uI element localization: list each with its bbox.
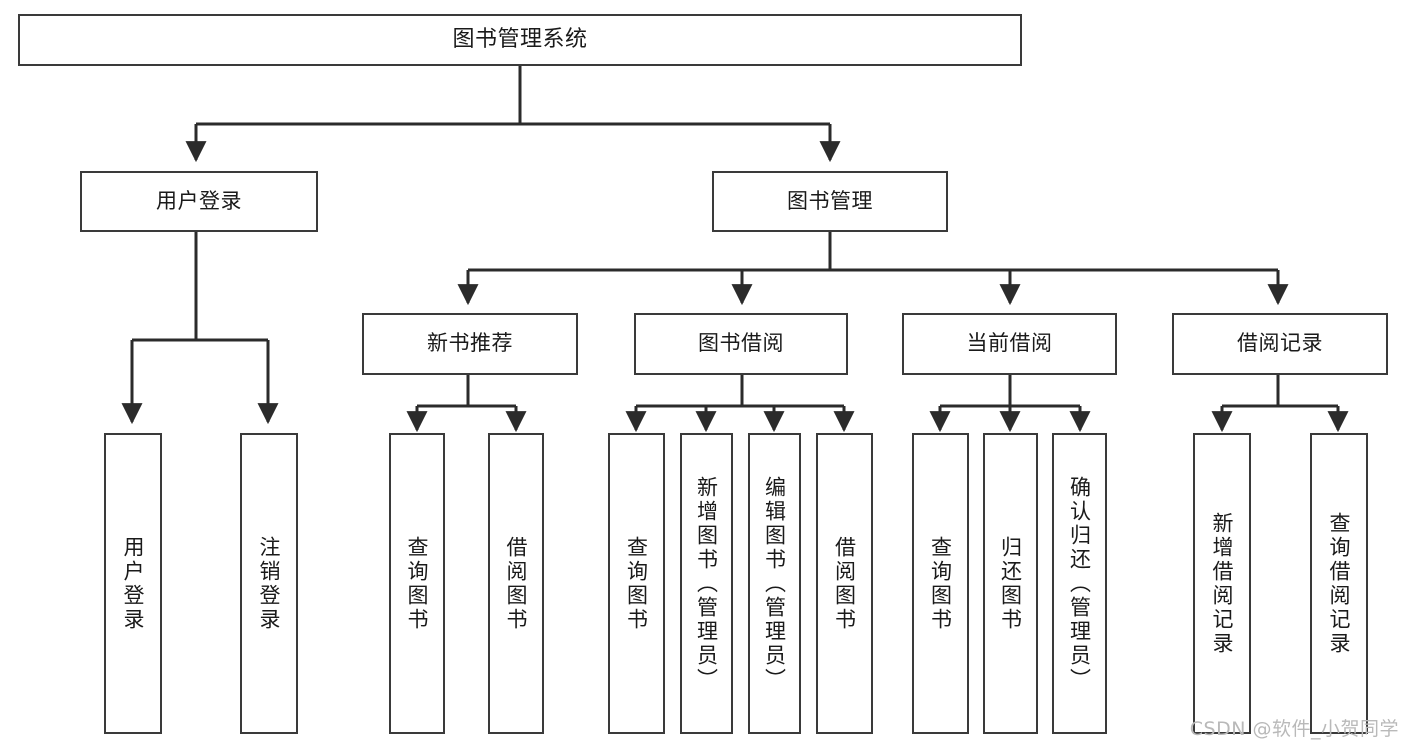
node-borrow-record[interactable]: 借阅记录 xyxy=(1172,313,1388,375)
node-label: 当前借阅 xyxy=(966,331,1053,356)
node-label: 确认归还（管理员） xyxy=(1067,475,1092,692)
node-label: 编辑图书（管理员） xyxy=(762,475,787,692)
node-label: 归还图书 xyxy=(998,535,1023,632)
node-label: 用户登录 xyxy=(156,188,242,213)
node-label: 借阅图书 xyxy=(504,535,529,632)
node-label: 查询图书 xyxy=(405,535,430,632)
node-current-borrow[interactable]: 当前借阅 xyxy=(902,313,1117,375)
node-book-management[interactable]: 图书管理 xyxy=(712,171,948,232)
leaf-new-book-query[interactable]: 查询图书 xyxy=(389,433,445,734)
leaf-current-borrow-query[interactable]: 查询图书 xyxy=(912,433,969,734)
node-label: 借阅图书 xyxy=(832,535,857,632)
node-label: 查询借阅记录 xyxy=(1327,511,1352,656)
leaf-borrow-record-add[interactable]: 新增借阅记录 xyxy=(1193,433,1251,734)
node-label: 用户登录 xyxy=(121,535,146,632)
node-label: 新增借阅记录 xyxy=(1210,511,1235,656)
node-label: 图书管理系统 xyxy=(452,26,588,52)
node-label: 新增图书（管理员） xyxy=(694,475,719,692)
leaf-book-borrow-edit[interactable]: 编辑图书（管理员） xyxy=(748,433,801,734)
leaf-book-borrow-query[interactable]: 查询图书 xyxy=(608,433,665,734)
node-user-login[interactable]: 用户登录 xyxy=(80,171,318,232)
node-book-borrow[interactable]: 图书借阅 xyxy=(634,313,848,375)
watermark-text: CSDN @软件_小贺同学 xyxy=(1189,718,1399,740)
node-label: 查询图书 xyxy=(624,535,649,632)
node-label: 图书管理 xyxy=(787,188,873,213)
node-new-book-recommend[interactable]: 新书推荐 xyxy=(362,313,578,375)
leaf-current-borrow-return[interactable]: 归还图书 xyxy=(983,433,1038,734)
node-label: 查询图书 xyxy=(928,535,953,632)
node-root-system[interactable]: 图书管理系统 xyxy=(18,14,1022,66)
node-label: 图书借阅 xyxy=(698,331,784,356)
leaf-book-borrow-lend[interactable]: 借阅图书 xyxy=(816,433,873,734)
leaf-user-login-signin[interactable]: 用户登录 xyxy=(104,433,162,734)
leaf-current-borrow-confirm[interactable]: 确认归还（管理员） xyxy=(1052,433,1107,734)
node-label: 借阅记录 xyxy=(1237,331,1323,356)
leaf-book-borrow-add[interactable]: 新增图书（管理员） xyxy=(680,433,733,734)
node-label: 新书推荐 xyxy=(427,331,513,356)
leaf-new-book-borrow[interactable]: 借阅图书 xyxy=(488,433,544,734)
leaf-user-login-signout[interactable]: 注销登录 xyxy=(240,433,298,734)
leaf-borrow-record-query[interactable]: 查询借阅记录 xyxy=(1310,433,1368,734)
node-label: 注销登录 xyxy=(257,535,282,632)
